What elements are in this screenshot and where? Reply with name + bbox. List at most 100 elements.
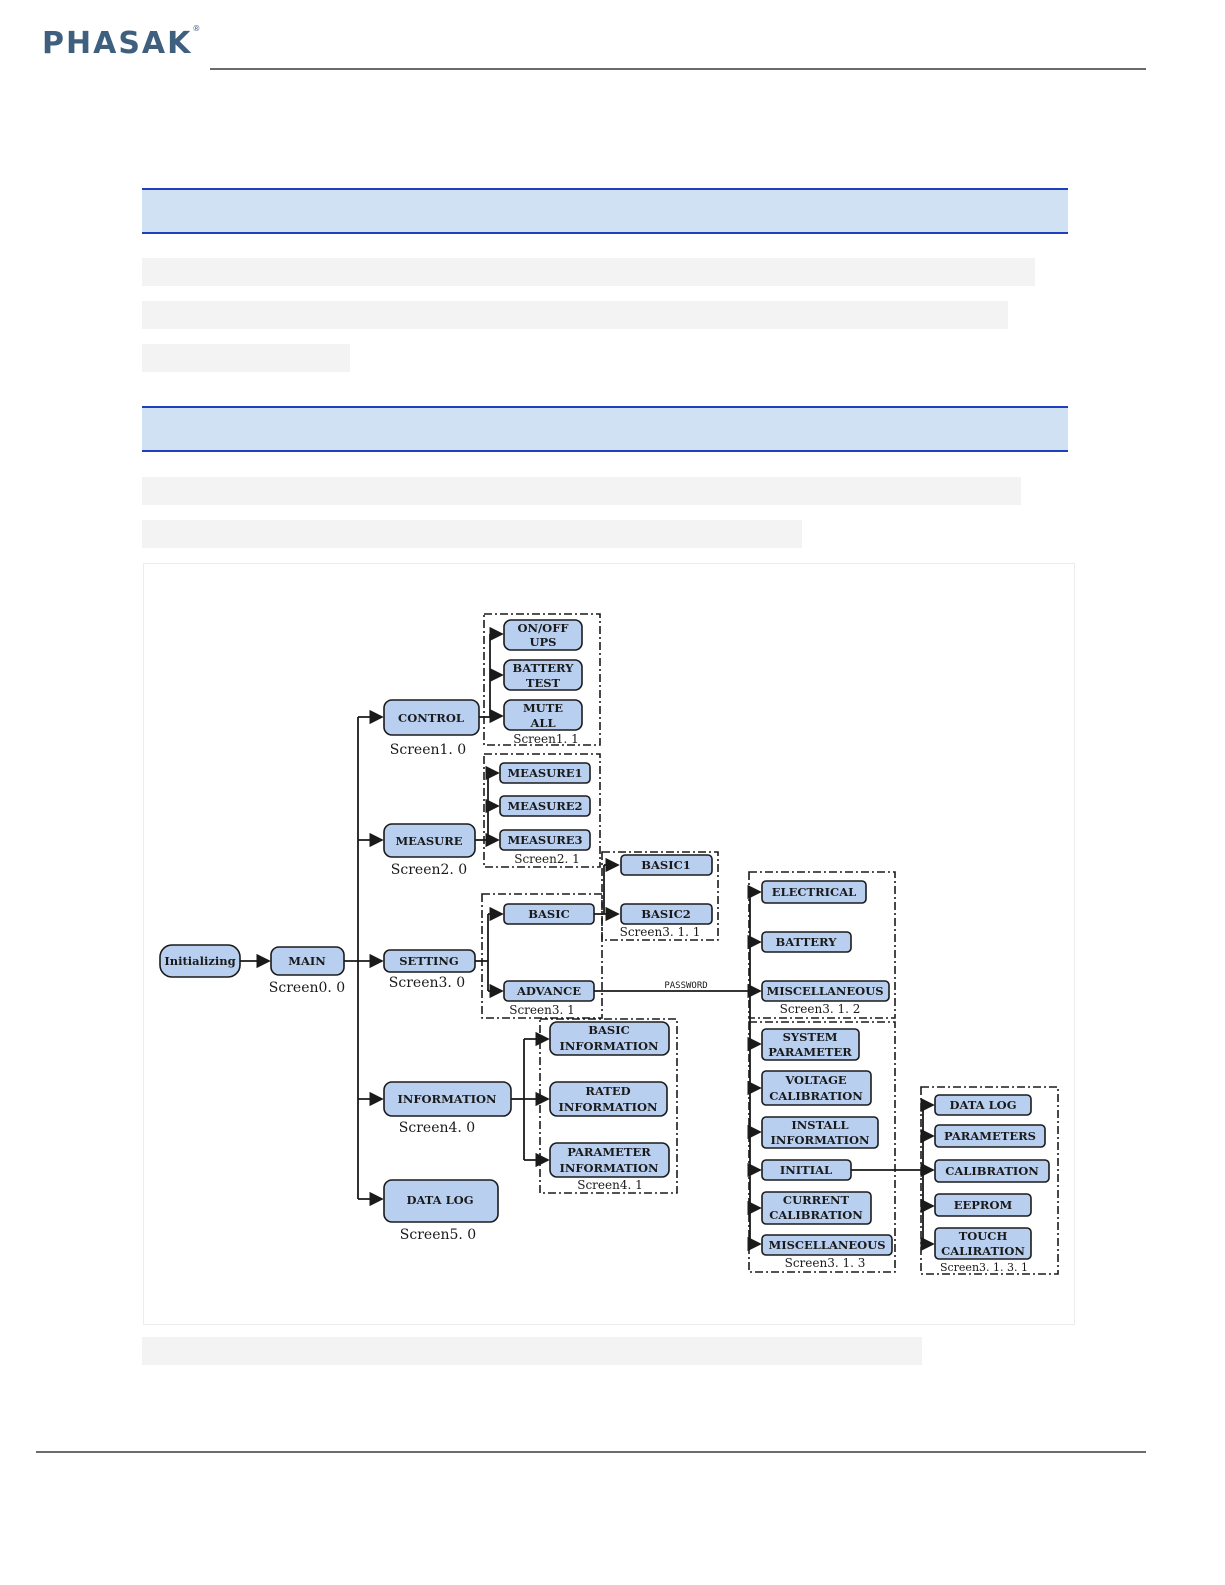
svg-text:INFORMATION: INFORMATION: [558, 1100, 658, 1114]
svg-text:INFORMATION: INFORMATION: [770, 1133, 870, 1147]
screen-label: Screen2. 0: [391, 862, 467, 878]
node-calibration: CALIBRATION: [934, 1159, 1050, 1183]
svg-text:ON/OFF: ON/OFF: [517, 621, 569, 635]
svg-text:PARAMETER: PARAMETER: [567, 1145, 651, 1159]
screen-label: Screen3. 1. 3: [785, 1256, 866, 1270]
svg-text:CALIRATION: CALIRATION: [941, 1244, 1025, 1258]
node-mute-all: MUTE ALL: [503, 699, 583, 731]
svg-text:MEASURE2: MEASURE2: [507, 799, 582, 813]
redacted-text-line: [142, 344, 350, 372]
svg-text:MUTE: MUTE: [523, 701, 563, 715]
svg-text:BASIC: BASIC: [528, 907, 569, 921]
svg-text:BASIC: BASIC: [588, 1023, 629, 1037]
svg-text:INFORMATION: INFORMATION: [559, 1161, 659, 1175]
svg-text:MAIN: MAIN: [288, 954, 326, 968]
node-miscellaneous-a: MISCELLANEOUS: [761, 980, 890, 1002]
svg-text:PARAMETERS: PARAMETERS: [944, 1129, 1036, 1143]
svg-text:ALL: ALL: [529, 716, 555, 730]
svg-text:CALIBRATION: CALIBRATION: [769, 1208, 863, 1222]
group-frame-screen3-1: [481, 893, 603, 1019]
group-frame-screen3-1-1: [601, 851, 719, 941]
svg-text:VOLTAGE: VOLTAGE: [784, 1073, 847, 1087]
screen-label: Screen3. 1. 1: [620, 925, 701, 939]
node-setting: SETTING: [383, 949, 476, 973]
menu-structure-figure: PASSWORD Initializing MAIN Screen0. 0 CO…: [143, 563, 1075, 1325]
svg-text:CURRENT: CURRENT: [783, 1193, 850, 1207]
footer-rule: [36, 1451, 1146, 1453]
svg-text:TEST: TEST: [526, 676, 561, 690]
svg-text:EEPROM: EEPROM: [954, 1198, 1013, 1212]
menu-tree-diagram: PASSWORD Initializing MAIN Screen0. 0 CO…: [159, 613, 1059, 1275]
screen-label: Screen1. 0: [390, 742, 466, 758]
group-frame-screen1-1: [483, 613, 601, 746]
node-install-information: INSTALL INFORMATION: [761, 1116, 879, 1149]
svg-text:BASIC1: BASIC1: [641, 858, 690, 872]
group-frame-screen3-1-3: [748, 1021, 896, 1273]
node-parameter-information: PARAMETER INFORMATION: [549, 1142, 670, 1178]
svg-text:INITIAL: INITIAL: [780, 1163, 832, 1177]
svg-text:DATA LOG: DATA LOG: [406, 1193, 473, 1207]
svg-text:INSTALL: INSTALL: [791, 1118, 848, 1132]
svg-text:MISCELLANEOUS: MISCELLANEOUS: [768, 1238, 885, 1252]
node-rated-information: RATED INFORMATION: [549, 1081, 668, 1117]
screen-label: Screen5. 0: [400, 1227, 476, 1243]
screen-label: Screen2. 1: [514, 852, 580, 866]
redacted-text-line: [142, 301, 1008, 329]
node-measure1: MEASURE1: [499, 762, 591, 784]
header-rule: [210, 68, 1146, 70]
group-frame-screen3-1-2: [748, 871, 896, 1019]
svg-text:MEASURE3: MEASURE3: [507, 833, 582, 847]
node-voltage-calibration: VOLTAGE CALIBRATION: [761, 1070, 872, 1106]
svg-text:BATTERY: BATTERY: [513, 661, 575, 675]
node-system-parameter: SYSTEM PARAMETER: [761, 1028, 860, 1061]
svg-text:RATED: RATED: [585, 1084, 630, 1098]
node-initializing: Initializing: [159, 944, 241, 978]
node-battery: BATTERY: [761, 931, 852, 953]
section-heading-bar: [142, 188, 1068, 234]
svg-text:DATA LOG: DATA LOG: [949, 1098, 1016, 1112]
node-battery-test: BATTERY TEST: [503, 659, 583, 691]
node-basic: BASIC: [503, 903, 595, 925]
screen-label: Screen3. 0: [389, 975, 465, 991]
svg-text:TOUCH: TOUCH: [959, 1229, 1008, 1243]
node-basic1: BASIC1: [620, 854, 713, 876]
node-touch-caliration: TOUCH CALIRATION: [934, 1227, 1032, 1260]
node-current-calibration: CURRENT CALIBRATION: [761, 1191, 872, 1225]
node-basic-information: BASIC INFORMATION: [549, 1021, 670, 1056]
node-advance: ADVANCE: [503, 980, 595, 1002]
redacted-text-line: [142, 477, 1021, 505]
node-data-log: DATA LOG: [383, 1179, 499, 1223]
screen-label: Screen4. 0: [399, 1120, 475, 1136]
screen-label: Screen3. 1: [509, 1003, 575, 1017]
screen-label: Screen3. 1. 3. 1: [940, 1261, 1028, 1274]
node-parameters: PARAMETERS: [934, 1124, 1046, 1148]
screen-label: Screen3. 1. 2: [780, 1002, 861, 1016]
svg-text:SYSTEM: SYSTEM: [783, 1030, 838, 1044]
redacted-text-line: [142, 258, 1035, 286]
svg-text:MEASURE1: MEASURE1: [507, 766, 582, 780]
node-eeprom: EEPROM: [934, 1193, 1032, 1217]
svg-text:CALIBRATION: CALIBRATION: [769, 1089, 863, 1103]
group-frame-screen2-1: [483, 753, 601, 868]
password-edge-label: PASSWORD: [664, 981, 707, 991]
node-datalog-sub: DATA LOG: [934, 1094, 1032, 1116]
svg-text:MISCELLANEOUS: MISCELLANEOUS: [766, 984, 883, 998]
redacted-text-line: [142, 520, 802, 548]
svg-text:CALIBRATION: CALIBRATION: [945, 1164, 1039, 1178]
node-miscellaneous-b: MISCELLANEOUS: [761, 1234, 893, 1256]
screen-label: Screen1. 1: [513, 732, 579, 746]
logo-text: PHASAK: [42, 26, 193, 61]
group-frame-screen3-1-3-1: [920, 1086, 1059, 1275]
svg-text:PARAMETER: PARAMETER: [768, 1045, 852, 1059]
node-measure3: MEASURE3: [499, 829, 591, 851]
node-measure: MEASURE: [383, 823, 476, 858]
screen-label: Screen4. 1: [577, 1178, 643, 1192]
svg-text:BASIC2: BASIC2: [641, 907, 690, 921]
svg-text:CONTROL: CONTROL: [398, 711, 464, 725]
logo-registered-mark: ®: [192, 24, 201, 33]
node-electrical: ELECTRICAL: [761, 880, 867, 904]
node-control: CONTROL: [383, 699, 480, 736]
node-initial: INITIAL: [761, 1159, 852, 1181]
svg-text:ELECTRICAL: ELECTRICAL: [772, 885, 856, 899]
screen-label: Screen0. 0: [269, 980, 345, 996]
